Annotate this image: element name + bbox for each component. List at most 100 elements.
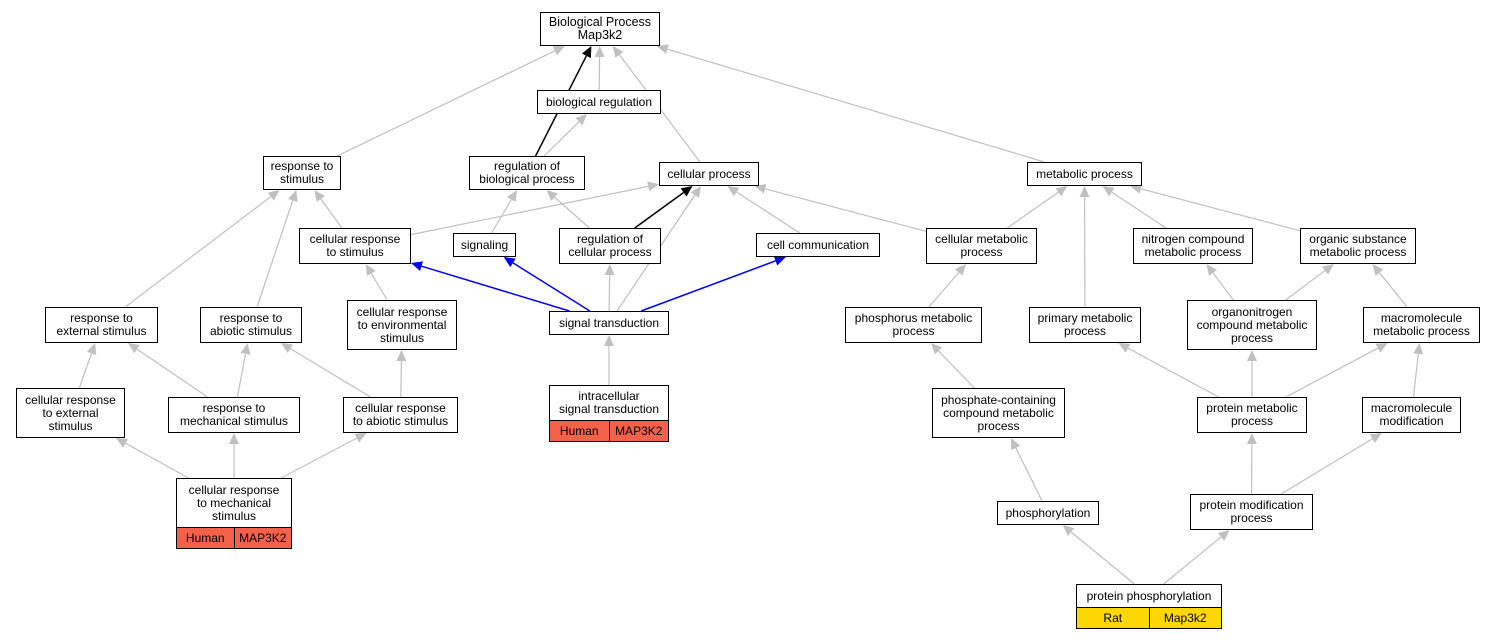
edge-intra-sig-to-sig-trans [604, 335, 614, 385]
arrowhead [411, 261, 423, 271]
edge-cell-metab-to-metab [1006, 186, 1068, 229]
node-cell-resp-ext: cellular response to external stimulus [16, 388, 125, 438]
arrowhead [280, 343, 293, 353]
node-reg-bp: regulation of biological process [469, 156, 585, 190]
node-resp-mech: response to mechanical stimulus [168, 397, 300, 433]
edge-cell-resp-abiotic-to-resp-abiotic [280, 343, 371, 398]
edge-reg-cell-proc-to-reg-bp [546, 190, 590, 229]
node-cell-metab: cellular metabolic process [926, 228, 1037, 264]
edge-phosphorylation-to-phosphate [1010, 438, 1043, 502]
node-phosphorylation: phosphorylation [997, 501, 1099, 525]
node-prot-phos: protein phosphorylation [1076, 584, 1222, 608]
edge-prim-metab-to-metab [1079, 186, 1090, 308]
edge-prot-metab-to-prim-metab [1118, 343, 1219, 398]
edge-macro-metab-to-org-sub [1372, 264, 1408, 308]
node-org-sub: organic substance metabolic process [1300, 228, 1416, 264]
arrowhead [594, 46, 605, 58]
arrowhead [1372, 264, 1384, 276]
arrowhead [396, 350, 407, 362]
node-macro-mod: macromolecule modification [1362, 397, 1461, 433]
arrowhead [1102, 186, 1115, 197]
annotation-intra-sig: Human MAP3K2 [549, 421, 669, 442]
edge-organonitro-to-nitro-metab [1206, 264, 1234, 301]
arrowhead [773, 256, 786, 266]
edge-reg-bp-to-biol-reg [543, 114, 587, 157]
edge-cell-resp-mech-to-cell-resp-abiotic [281, 433, 367, 479]
arrowhead [354, 433, 367, 443]
node-cell-resp-mech: cellular response to mechanical stimulus [176, 478, 292, 528]
edge-cell-resp-abiotic-to-cell-resp-env [396, 350, 407, 398]
gene-label: Map3k2 [1148, 608, 1222, 628]
arrowhead [930, 343, 943, 355]
arrowhead [1247, 350, 1257, 361]
edge-cell-resp-mech-to-resp-mech [229, 433, 239, 478]
edge-organonitro-to-org-sub [1285, 264, 1334, 301]
edge-cell-resp-ext-to-resp-ext [78, 343, 97, 389]
arrowhead [754, 183, 767, 194]
arrowhead [581, 46, 592, 59]
arrowhead [503, 257, 516, 268]
edge-resp-mech-to-resp-ext [128, 343, 208, 398]
edge-phos-metab-to-cell-metab [928, 264, 967, 308]
edge-sig-trans-to-signaling [503, 257, 591, 312]
edge-metab-to-bp [656, 44, 1045, 163]
edge-prot-phos-to-phosphorylation [1062, 525, 1135, 585]
arrowhead [1375, 343, 1388, 353]
edge-resp-stim-to-bp [336, 46, 565, 157]
edge-macro-mod-to-macro-metab [1412, 343, 1424, 398]
arrowhead [288, 190, 298, 203]
edge-cell-comm-to-cell-proc [727, 186, 800, 234]
edge-reg-cell-proc-to-cell-proc [634, 186, 693, 229]
arrowhead [680, 186, 693, 197]
edge-signaling-to-reg-bp [491, 190, 517, 234]
edge-cell-resp-stim-to-cell-proc [410, 181, 659, 236]
arrowhead [1246, 433, 1257, 445]
arrowhead [86, 343, 97, 356]
arrowhead [267, 190, 280, 201]
edge-cell-resp-mech-to-cell-resp-ext [115, 438, 189, 479]
node-cell-comm: cell communication [756, 233, 880, 257]
arrowhead [1010, 438, 1021, 451]
gene-label: MAP3K2 [233, 528, 292, 548]
arrowhead [1079, 186, 1090, 198]
species-label: Human [559, 424, 599, 438]
arrowhead [656, 44, 669, 54]
node-resp-stim: response to stimulus [263, 156, 341, 190]
edge-biol-reg-to-bp [594, 46, 605, 91]
node-cell-proc: cellular process [659, 162, 759, 186]
arrowhead [1369, 433, 1382, 443]
gene-label: MAP3K2 [608, 421, 669, 441]
arrowhead [365, 264, 376, 277]
node-prot-mod: protein modification process [1190, 494, 1313, 530]
node-resp-abiotic: response to abiotic stimulus [200, 307, 302, 343]
edge-resp-mech-to-resp-abiotic [236, 343, 251, 398]
edge-sig-trans-to-cell-comm [640, 256, 786, 312]
arrowhead [1322, 264, 1334, 275]
edge-prot-phos-to-prot-mod [1163, 530, 1230, 585]
edge-nitro-metab-to-metab [1102, 186, 1167, 229]
node-signaling: signaling [453, 233, 516, 257]
arrowhead [604, 264, 615, 276]
arrowhead [1118, 343, 1131, 353]
node-organonitro: organonitrogen compound metabolic proces… [1187, 300, 1317, 350]
arrowhead [690, 186, 701, 198]
arrowhead [647, 181, 659, 192]
edge-phosphate-to-phos-metab [930, 343, 975, 389]
node-reg-cell-proc: regulation of cellular process [559, 228, 661, 264]
arrowhead [727, 186, 740, 197]
arrowhead [955, 264, 967, 276]
node-macro-metab: macromolecule metabolic process [1363, 307, 1480, 343]
node-cell-resp-abiotic: cellular response to abiotic stimulus [343, 397, 458, 433]
arrowhead [314, 190, 325, 202]
edge-org-sub-to-metab [1130, 183, 1301, 232]
node-cell-resp-env: cellular response to environmental stimu… [347, 300, 457, 350]
arrowhead [604, 335, 614, 346]
edge-sig-trans-to-reg-cell-proc [604, 264, 615, 312]
annotation-prot-phos: Rat Map3k2 [1076, 608, 1222, 629]
species-label: Rat [1103, 611, 1123, 625]
node-bp: Biological Process Map3k2 [540, 12, 660, 46]
node-biol-reg: biological regulation [537, 90, 661, 114]
arrowhead [1062, 525, 1075, 536]
edge-prot-metab-to-organonitro [1247, 350, 1257, 397]
